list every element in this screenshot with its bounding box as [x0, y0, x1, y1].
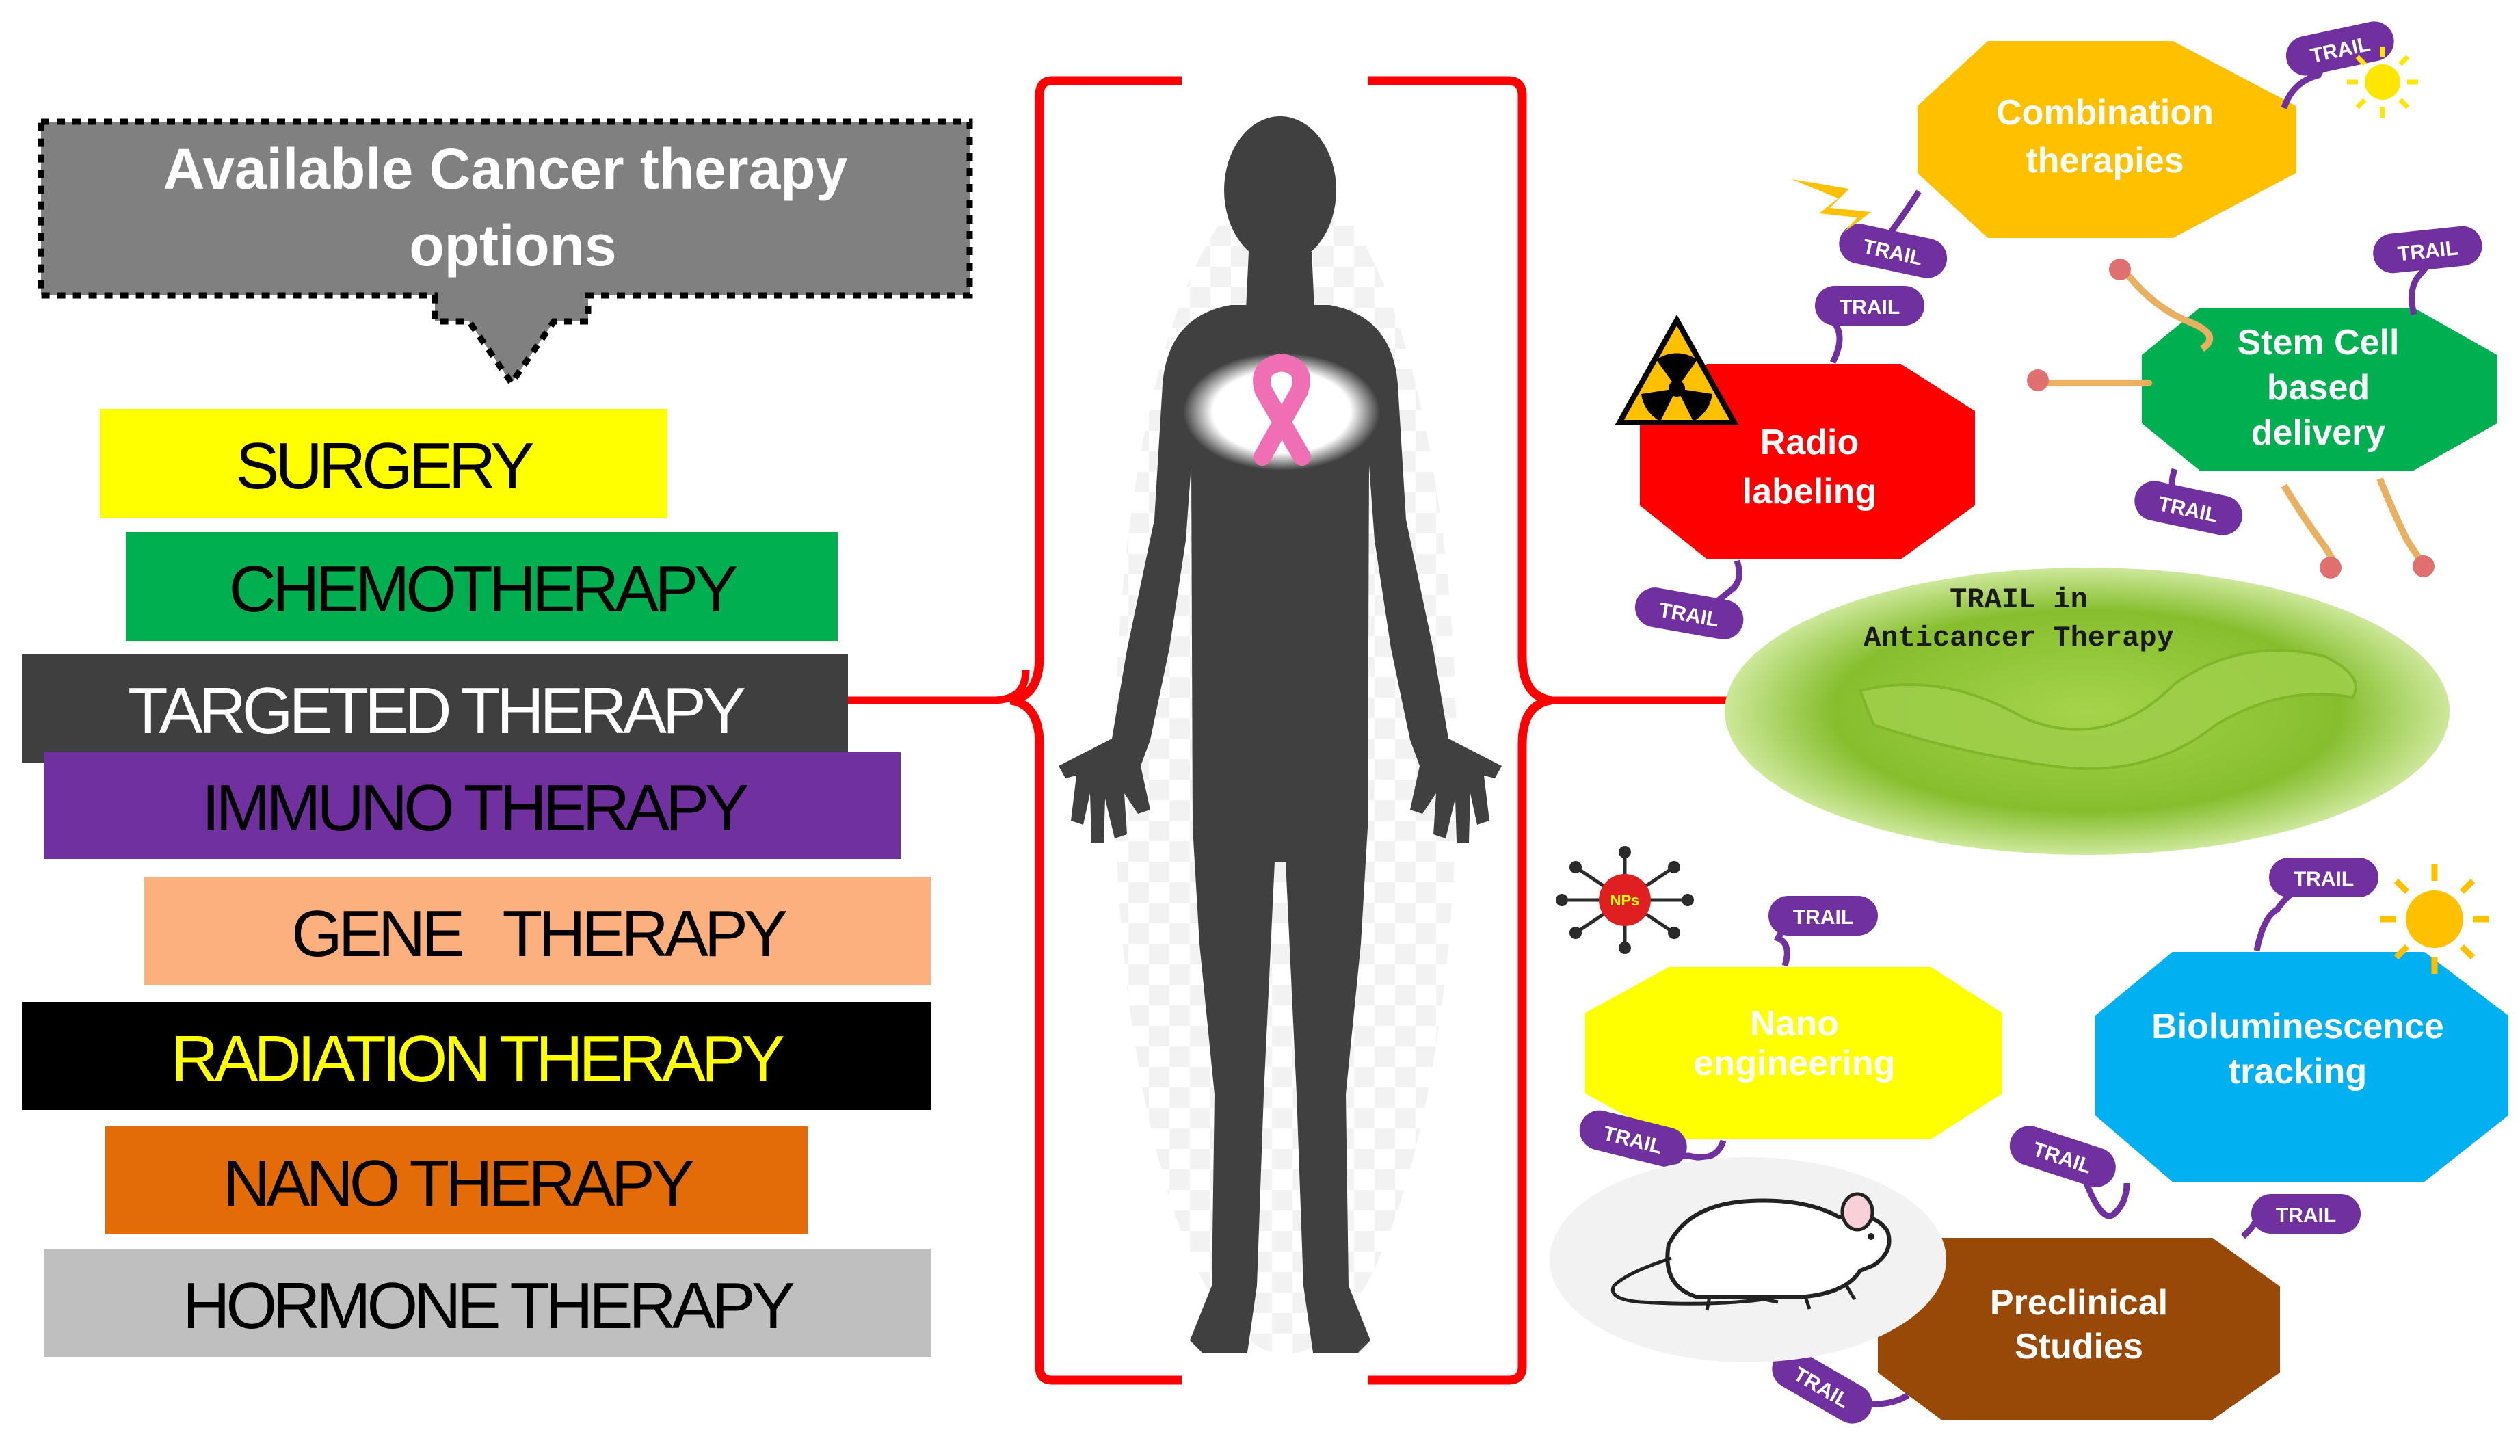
- nanoparticle-icon: NPs: [1556, 846, 1694, 954]
- trail-tag: TRAIL: [1579, 1110, 1687, 1167]
- therapy-label-chemotherapy: CHEMOTHERAPY: [229, 553, 737, 626]
- node-biolum-line1: Bioluminescence: [2151, 1007, 2444, 1046]
- neuron-cell-icon: [2027, 259, 2435, 579]
- node-stem-cell: Stem Cell based delivery: [2139, 305, 2500, 473]
- header-box: Available Cancer therapy options: [38, 118, 973, 388]
- header-title-line2: options: [409, 213, 616, 278]
- trail-tag: TRAIL: [2373, 226, 2482, 274]
- lightning-bolt-icon: [1792, 179, 1871, 233]
- therapy-bar-nano: [105, 1126, 808, 1234]
- node-stem-cell-line3: delivery: [2251, 413, 2386, 453]
- trail-tag: TRAIL: [2134, 481, 2243, 535]
- node-biolum-shape: [2093, 949, 2511, 1184]
- therapy-bar-chemotherapy: [126, 532, 838, 641]
- sun-icon: [2380, 864, 2489, 974]
- header-arrow-shape: [38, 118, 973, 388]
- node-biolum: Bioluminescence tracking: [2093, 949, 2511, 1184]
- svg-text:TRAIL: TRAIL: [1840, 296, 1900, 319]
- trail-tag: TRAIL: [2009, 1126, 2116, 1187]
- therapy-bar-surgery: [100, 409, 667, 518]
- node-preclinical-line2: Studies: [2015, 1327, 2143, 1366]
- trail-tag: TRAIL: [2251, 1194, 2361, 1234]
- node-combination-shape: [1915, 38, 2299, 241]
- center-figure: [1009, 76, 1552, 1385]
- node-combination-line1: Combination: [1996, 93, 2214, 133]
- therapy-bar-targeted: [22, 654, 848, 763]
- node-combination-line2: therapies: [2026, 141, 2184, 181]
- svg-text:TRAIL: TRAIL: [2294, 868, 2354, 890]
- trail-tag: TRAIL: [1839, 224, 1948, 278]
- therapy-label-surgery: SURGERY: [235, 429, 533, 503]
- cell-microscopy-image: [1725, 568, 2450, 855]
- node-biolum-line2: tracking: [2229, 1052, 2367, 1091]
- trail-tag: TRAIL: [2269, 858, 2378, 897]
- trail-tag: TRAIL: [1815, 286, 1924, 326]
- therapy-list: SURGERY CHEMOTHERAPY TARGETED THERAPY IM…: [22, 409, 931, 1357]
- therapy-bar-radiation: [22, 1002, 931, 1110]
- bracket-left: [1009, 76, 1182, 1385]
- human-silhouette-icon: [1059, 116, 1502, 1353]
- nps-label: NPs: [1610, 892, 1640, 909]
- trail-tag: TRAIL: [1768, 896, 1878, 936]
- node-preclinical: Preclinical Studies: [1875, 1235, 2283, 1422]
- node-nano-line1: Nano: [1750, 1004, 1839, 1044]
- therapy-label-gene: GENE THERAPY: [291, 897, 786, 970]
- node-nano-shape: [1582, 964, 2005, 1142]
- therapy-label-targeted: TARGETED THERAPY: [128, 674, 745, 747]
- radiation-hazard-icon: [1615, 314, 1739, 425]
- node-stem-cell-line1: Stem Cell: [2238, 323, 2400, 362]
- trail-tags: TRAIL TRAIL TRAIL TRAIL TRAIL TRAIL TRAI…: [1579, 21, 2482, 1424]
- therapy-label-radiation: RADIATION THERAPY: [171, 1022, 784, 1096]
- node-stem-cell-line2: based: [2267, 368, 2370, 408]
- node-radio-line1: Radio: [1760, 423, 1859, 462]
- center-title-line2: Anticancer Therapy: [1864, 622, 2174, 654]
- therapy-label-immuno: IMMUNO THERAPY: [202, 771, 747, 845]
- trail-tag: TRAIL: [1634, 587, 1744, 639]
- therapy-bar-immuno: [44, 752, 901, 859]
- pink-ribbon-icon: [1253, 353, 1311, 466]
- svg-text:TRAIL: TRAIL: [2276, 1204, 2336, 1227]
- node-stem-cell-shape: [2139, 305, 2500, 473]
- therapy-label-hormone: HORMONE THERAPY: [183, 1269, 794, 1342]
- therapy-label-nano: NANO THERAPY: [223, 1147, 693, 1220]
- node-nano-line2: engineering: [1694, 1044, 1896, 1083]
- node-radio-line2: labeling: [1742, 472, 1876, 512]
- trail-center-node: TRAIL in Anticancer Therapy: [1725, 568, 2450, 855]
- sun-icon: [2347, 47, 2418, 118]
- node-combination: Combination therapies: [1915, 38, 2299, 241]
- cell-shape: [1858, 649, 2357, 770]
- therapy-bar-hormone: [44, 1249, 931, 1357]
- header-title-line1: Available Cancer therapy: [163, 137, 848, 201]
- mouse-icon: [1550, 1157, 1946, 1362]
- svg-text:TRAIL: TRAIL: [1793, 906, 1853, 929]
- node-nano: Nano engineering: [1582, 964, 2005, 1142]
- node-preclinical-line1: Preclinical: [1990, 1283, 2168, 1323]
- connector-left: [848, 670, 1030, 704]
- therapy-bar-gene: [144, 877, 931, 985]
- center-title-line1: TRAIL in: [1950, 583, 2088, 616]
